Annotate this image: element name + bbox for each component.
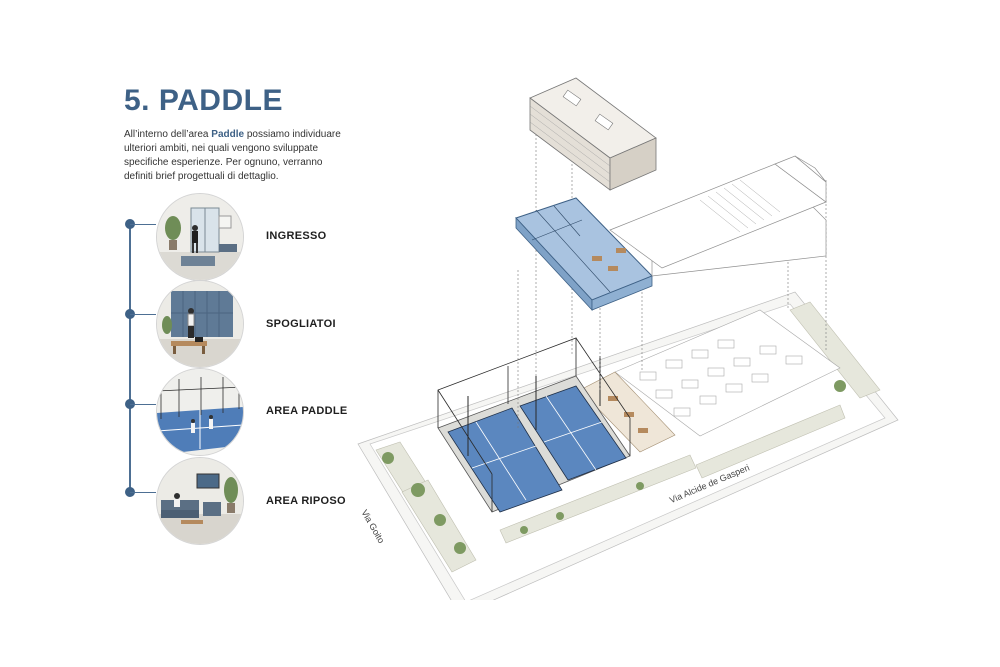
locker-room-illustration — [156, 280, 244, 368]
axonometric-site-diagram — [357, 77, 899, 600]
page-title: 5. PADDLE — [124, 84, 283, 117]
lounge-illustration — [156, 457, 244, 545]
stage-label: INGRESSO — [266, 230, 327, 242]
entrance-illustration — [156, 193, 244, 281]
timeline-connector — [130, 404, 156, 405]
stage-label: SPOGLIATOI — [266, 318, 336, 330]
timeline-connector — [130, 224, 156, 225]
stage-label: AREA RIPOSO — [266, 495, 346, 507]
stage-label: AREA PADDLE — [266, 405, 348, 417]
intro-text-start: All’interno dell’area — [124, 129, 212, 140]
intro-text-end: possiamo individuare ulteriori ambiti, n… — [124, 129, 341, 182]
intro-highlight: Paddle — [211, 129, 245, 140]
timeline-connector — [130, 314, 156, 315]
padel-court-illustration — [156, 368, 244, 456]
timeline-line — [129, 224, 131, 493]
timeline-connector — [130, 492, 156, 493]
intro-paragraph: All’interno dell’area Paddle possiamo in… — [124, 128, 354, 184]
